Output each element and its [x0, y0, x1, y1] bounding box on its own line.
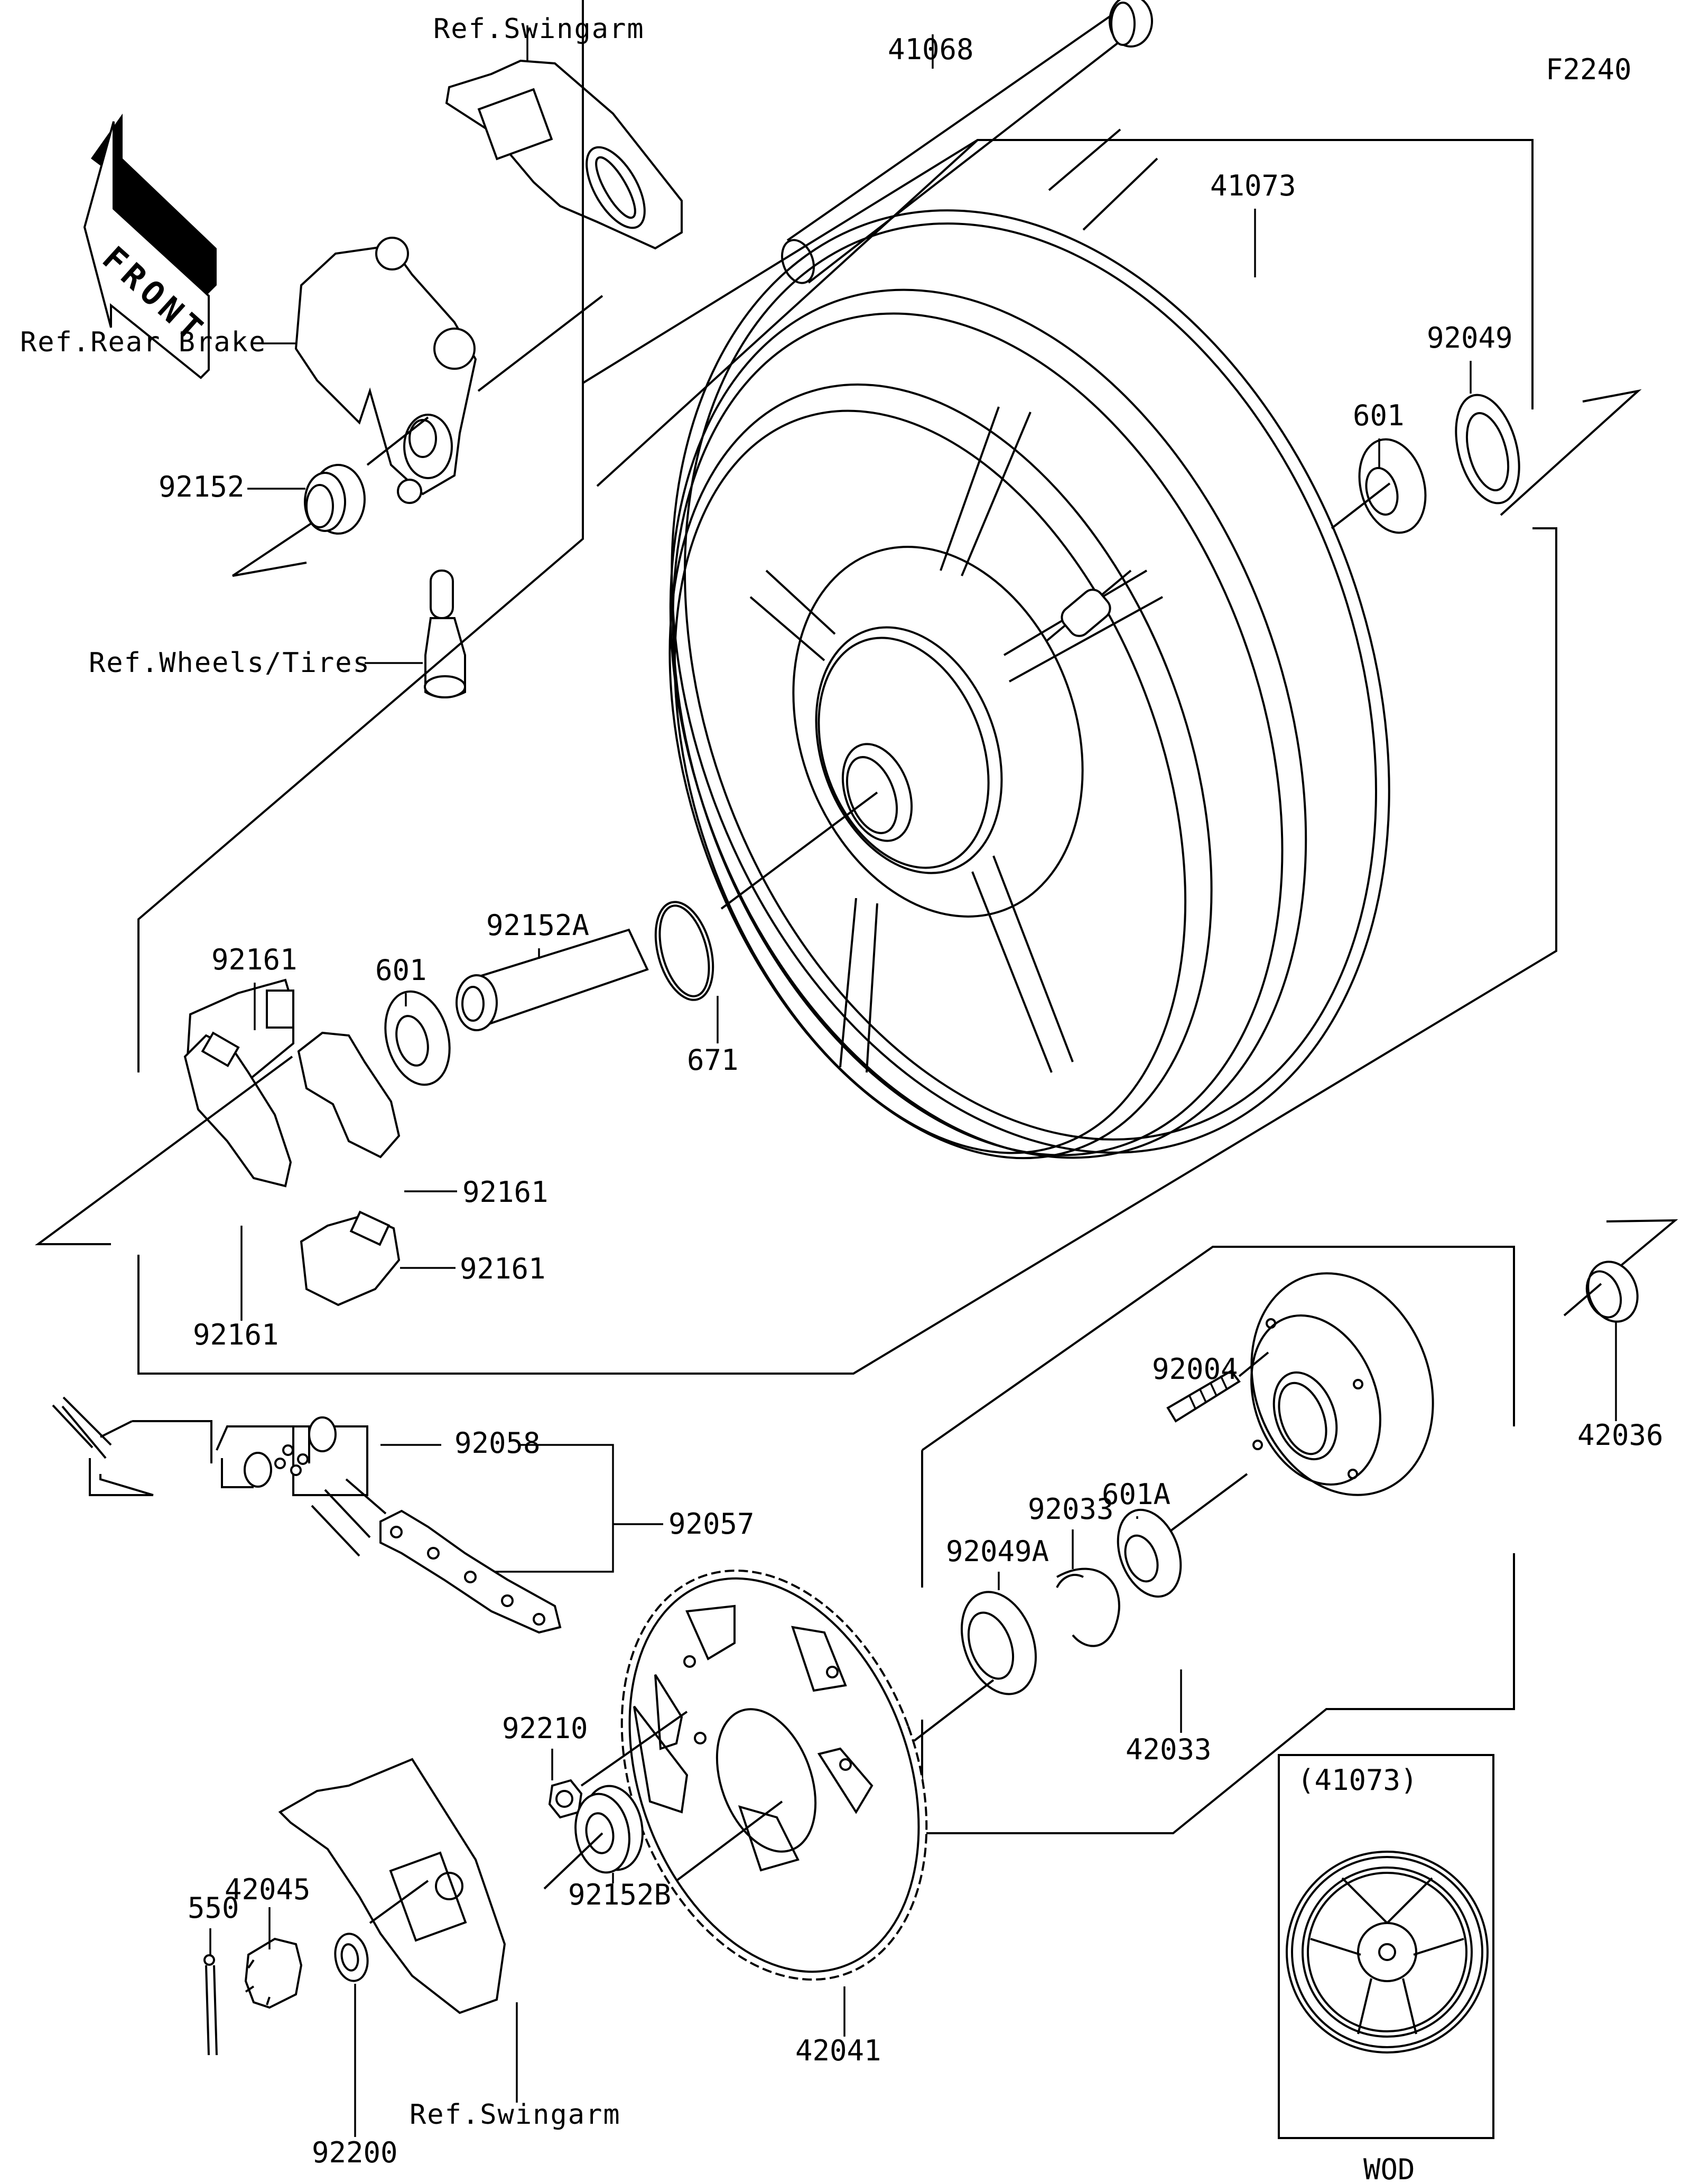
label-bearing-601-left: 601 — [375, 954, 427, 987]
damper-92161-middle — [297, 1031, 401, 1159]
wheel-group-outline — [137, 0, 1557, 1375]
label-damper-right: 92161 — [462, 1175, 549, 1209]
bearing-601a — [1117, 1508, 1182, 1598]
rear-brake-bracket-part — [294, 237, 477, 504]
coupling-hub-42033 — [1250, 1272, 1434, 1496]
ref-wheels-tires: Ref.Wheels/Tires — [89, 647, 370, 679]
label-nut: 92210 — [502, 1712, 588, 1745]
front-arrow-icon: FRONT — [83, 114, 217, 379]
chain-92057 — [379, 1509, 562, 1634]
nut-92210 — [548, 1779, 583, 1819]
stud-92004 — [1166, 1369, 1241, 1423]
ref-swingarm-top: Ref.Swingarm — [433, 13, 645, 45]
collar-42036 — [1585, 1261, 1639, 1323]
oil-seal-92049a — [960, 1591, 1037, 1695]
ref-swingarm-bottom: Ref.Swingarm — [410, 2099, 621, 2131]
ref-rear-brake: Ref.Rear Brake — [20, 326, 266, 358]
damper-92161-lower-right — [300, 1210, 401, 1306]
collar-92152 — [304, 464, 366, 535]
label-wheel-assy: 41073 — [1210, 169, 1296, 202]
circlip-92033 — [1056, 1567, 1120, 1647]
inset-caption: WOD — [1363, 2153, 1415, 2184]
inset-box: (41073) WOD — [1278, 1754, 1494, 2184]
cotter-pin-550 — [203, 1954, 218, 2056]
main-wheel-part — [668, 209, 1390, 1160]
label-collar-92152b: 92152B — [568, 1878, 671, 1911]
bearing-601-left — [384, 990, 451, 1086]
o-ring-671 — [654, 901, 714, 1001]
label-stud: 92004 — [1152, 1352, 1238, 1386]
axle-nut-42045 — [244, 1937, 303, 2009]
label-collar-42036: 42036 — [1577, 1418, 1664, 1452]
label-collar-92152: 92152 — [159, 470, 245, 503]
valve-part — [424, 570, 466, 698]
label-damper-top-left: 92161 — [211, 943, 298, 976]
collar-92152a — [456, 928, 649, 1031]
label-axle: 41068 — [888, 33, 974, 66]
label-axle-nut: 42045 — [225, 1873, 311, 1906]
label-oil-seal-92049a: 92049A — [946, 1535, 1049, 1568]
bearing-601-right — [1358, 438, 1427, 534]
label-chain-joint: 92058 — [454, 1426, 541, 1460]
figure-code: F2240 — [1546, 53, 1632, 86]
label-coupling: 42033 — [1126, 1733, 1212, 1766]
label-washer: 92200 — [312, 2136, 398, 2169]
label-damper-bottom: 92161 — [193, 1318, 279, 1351]
label-collar-92152a: 92152A — [486, 909, 589, 942]
label-bearing-601a: 601A — [1102, 1478, 1170, 1511]
label-damper-right-lower: 92161 — [460, 1252, 546, 1285]
oil-seal-92049 — [1455, 394, 1520, 505]
sprocket-42041 — [620, 1569, 928, 1981]
label-o-ring-671: 671 — [687, 1043, 739, 1077]
chain-joint-92058 — [216, 1416, 368, 1496]
chain-joint-outline — [89, 1420, 153, 1496]
label-circlip: 92033 — [1028, 1492, 1114, 1526]
label-bearing-601-right: 601 — [1353, 399, 1405, 432]
swingarm-top-part — [445, 59, 683, 250]
damper-92161-left — [183, 1031, 292, 1188]
label-chain: 92057 — [668, 1507, 755, 1541]
label-sprocket: 42041 — [795, 2034, 881, 2067]
washer-92200 — [334, 1933, 369, 1982]
inset-title: (41073) — [1297, 1763, 1418, 1797]
inset-wheel-icon — [1286, 1851, 1489, 2054]
label-cotter-pin: 550 — [188, 1891, 239, 1925]
swingarm-bottom-part — [278, 1758, 506, 2014]
label-oil-seal-92049: 92049 — [1427, 321, 1513, 354]
